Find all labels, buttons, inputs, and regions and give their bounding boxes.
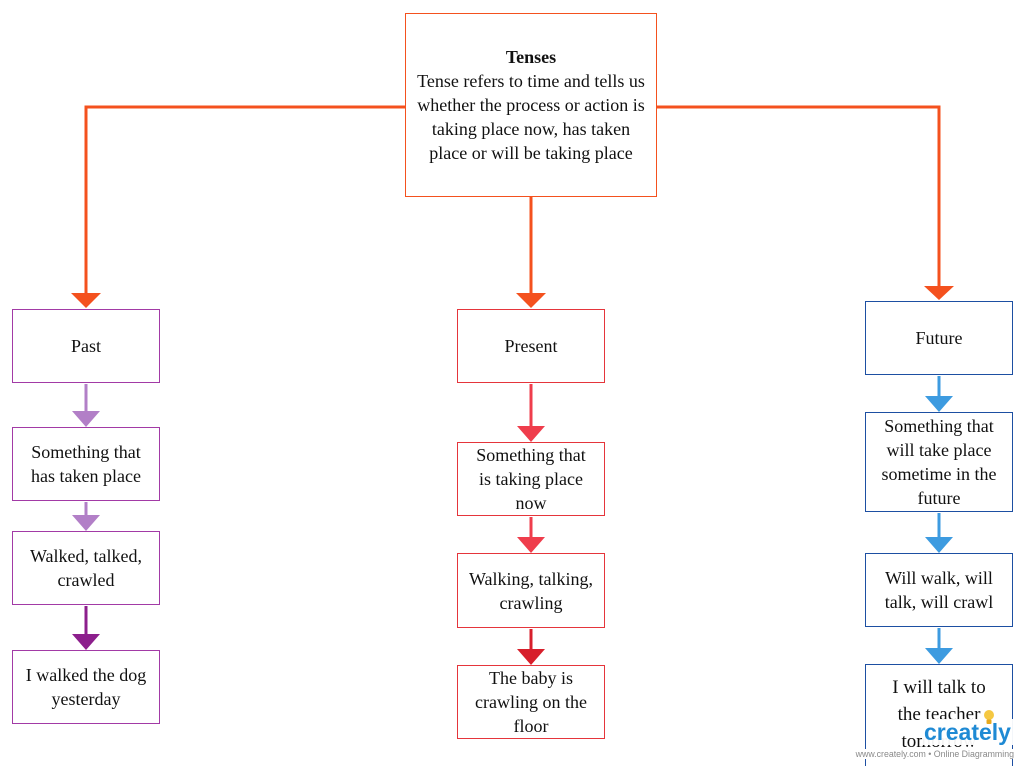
node-text-line: is taking place <box>479 469 583 489</box>
present-heading: Present <box>504 336 558 356</box>
node-text-line: Walked, talked, <box>29 546 142 566</box>
arrow-past-3 <box>72 606 100 650</box>
node-text-line: yesterday <box>51 689 121 709</box>
arrow-future-1 <box>925 376 953 412</box>
node-text-line: I will talk to <box>892 677 986 698</box>
future-definition-node: Something that will take place sometime … <box>865 412 1013 512</box>
arrowhead <box>72 515 100 531</box>
present-heading-node: Present <box>457 309 605 383</box>
node-text-line: crawling on the <box>475 692 587 712</box>
present-sentence-node: The baby is crawling on the floor <box>457 665 605 739</box>
arrowhead <box>72 411 100 427</box>
node-text-line: floor <box>513 716 549 736</box>
node-text-line: The baby is <box>489 668 573 688</box>
past-sentence-node: I walked the dog yesterday <box>12 650 160 724</box>
arrowhead <box>517 537 545 553</box>
arrowhead <box>517 649 545 665</box>
node-text-line: Walking, talking, <box>468 568 594 589</box>
arrowhead <box>72 634 100 650</box>
arrowhead <box>925 537 953 553</box>
past-heading: Past <box>70 336 101 356</box>
root-description-line: place or will be taking place <box>429 143 633 163</box>
arrow-past-1 <box>72 384 100 427</box>
creately-tagline: www.creately.com • Online Diagramming <box>855 749 1014 759</box>
arrow-present-3 <box>517 629 545 665</box>
root-node-tenses: Tenses Tense refers to time and tells us… <box>405 13 657 197</box>
root-title: Tenses <box>505 47 557 67</box>
present-definition-node: Something that is taking place now <box>457 442 605 516</box>
arrowhead <box>516 293 546 308</box>
creately-logo: creately <box>922 719 1013 745</box>
node-text-line: Something that <box>476 445 586 465</box>
arrow-future-2 <box>925 513 953 553</box>
connector-line <box>657 105 941 288</box>
arrow-present-1 <box>517 384 545 442</box>
connector-root-to-future <box>657 105 954 300</box>
arrowhead <box>925 396 953 412</box>
connector-root-to-present <box>516 197 546 308</box>
root-description-line: taking place now, has taken <box>431 119 631 139</box>
connector-line <box>84 105 405 295</box>
future-heading-node: Future <box>865 301 1013 375</box>
arrow-past-2 <box>72 502 100 531</box>
node-text-line: Something that <box>31 442 141 462</box>
node-text-line: crawled <box>57 570 115 590</box>
node-text-line: has taken place <box>31 466 141 486</box>
root-description-line: Tense refers to time and tells us <box>417 71 645 91</box>
lightbulb-icon <box>984 710 994 724</box>
present-examples-node: Walking, talking, crawling <box>457 553 605 628</box>
node-text-line: Will walk, will <box>885 568 993 588</box>
node-text-line: crawling <box>499 592 563 613</box>
node-text-line: sometime in the <box>881 464 997 484</box>
future-heading: Future <box>915 328 963 348</box>
future-examples-node: Will walk, will talk, will crawl <box>865 553 1013 627</box>
node-text-line: will take place <box>886 440 992 460</box>
arrow-present-2 <box>517 517 545 553</box>
arrow-future-3 <box>925 628 953 664</box>
arrowhead <box>925 648 953 664</box>
past-heading-node: Past <box>12 309 160 383</box>
past-examples-node: Walked, talked, crawled <box>12 531 160 605</box>
arrowhead <box>517 426 545 442</box>
past-definition-node: Something that has taken place <box>12 427 160 501</box>
node-text-line: future <box>917 488 961 508</box>
node-text-line: talk, will crawl <box>884 592 994 612</box>
node-text-line: I walked the dog <box>25 665 147 685</box>
root-description-line: whether the process or action is <box>417 95 645 115</box>
node-text-line: Something that <box>884 416 994 436</box>
arrowhead <box>924 286 954 300</box>
arrowhead <box>71 293 101 308</box>
connector-root-to-past <box>71 105 405 308</box>
node-text-line: now <box>515 493 547 513</box>
